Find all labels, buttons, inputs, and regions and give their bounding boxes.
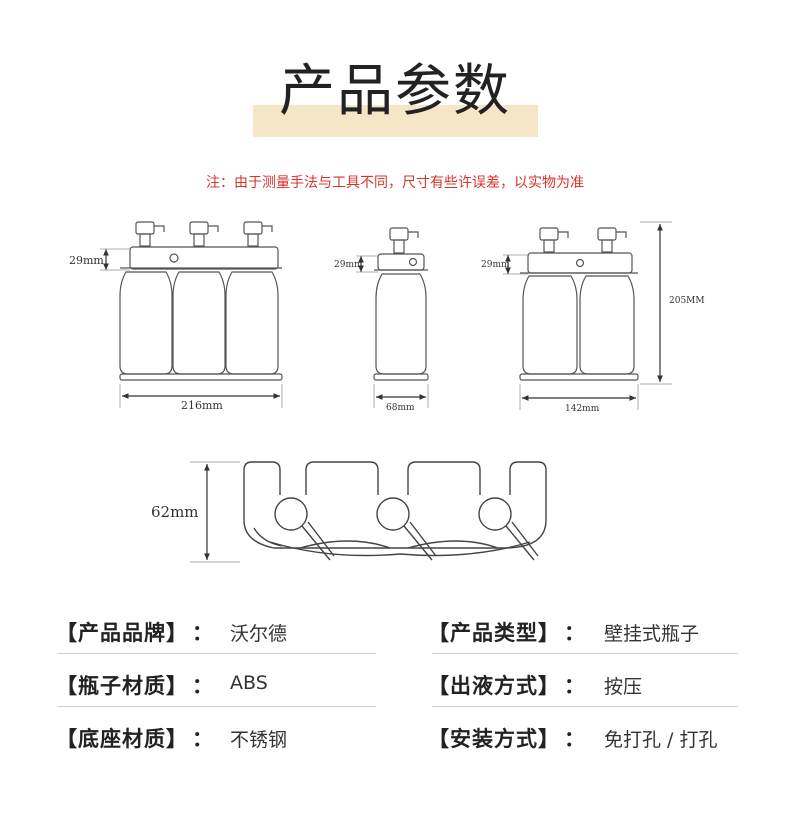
- spec-label: 【瓶子材质】: [56, 674, 188, 698]
- depth-label: 62mm: [151, 503, 199, 521]
- divider: [58, 706, 376, 707]
- title-highlight-band: [253, 105, 538, 137]
- spec-label: 【出液方式】: [428, 674, 560, 698]
- divider: [432, 706, 738, 707]
- spec-value: 按压: [604, 676, 643, 698]
- spec-label: 【安装方式】: [428, 727, 560, 751]
- spec-colon: ：: [192, 621, 213, 645]
- spec-label: 【产品品牌】: [56, 621, 188, 645]
- spec-value: 不锈钢: [230, 729, 288, 751]
- single-height-label: 29mm: [334, 260, 363, 270]
- double-height-label: 29mm: [481, 260, 510, 270]
- spec-colon: ：: [192, 674, 213, 698]
- single-width-label: 68mm: [386, 403, 415, 413]
- pump: [243, 221, 273, 247]
- spec-colon: ：: [564, 621, 585, 645]
- spec-label: 【底座材质】: [56, 727, 188, 751]
- pump: [539, 227, 569, 253]
- page-title: 产品参数: [279, 59, 511, 124]
- double-dispenser-drawing: [503, 221, 672, 410]
- measurement-note: 注：由于测量手法与工具不同，尺寸有些许误差，以实物为准: [206, 175, 584, 191]
- title-area: 产品参数: [0, 52, 790, 142]
- triple-dispenser-drawing: [100, 221, 283, 408]
- pump: [389, 227, 419, 254]
- spec-colon: ：: [564, 727, 585, 751]
- spec-label: 【产品类型】: [428, 621, 560, 645]
- divider: [58, 653, 376, 654]
- pump: [189, 221, 219, 247]
- total-height-label: 205MM: [669, 296, 705, 306]
- spec-colon: ：: [192, 727, 213, 751]
- pump: [597, 227, 627, 253]
- dimension-drawing: 29mm 216mm 29mm 68mm 29mm 142mm 205MM 62…: [69, 221, 705, 563]
- triple-height-label: 29mm: [69, 254, 104, 267]
- spec-value: 壁挂式瓶子: [604, 623, 700, 645]
- spec-value: 沃尔德: [230, 623, 288, 645]
- single-dispenser-drawing: [356, 227, 429, 408]
- pump: [135, 221, 165, 247]
- spec-colon: ：: [564, 674, 585, 698]
- spec-value: 免打孔 / 打孔: [604, 729, 718, 751]
- divider: [432, 653, 738, 654]
- triple-width-label: 216mm: [181, 399, 223, 412]
- holder-top-view-drawing: [243, 461, 547, 561]
- spec-value: ABS: [230, 672, 268, 694]
- double-width-label: 142mm: [565, 404, 600, 414]
